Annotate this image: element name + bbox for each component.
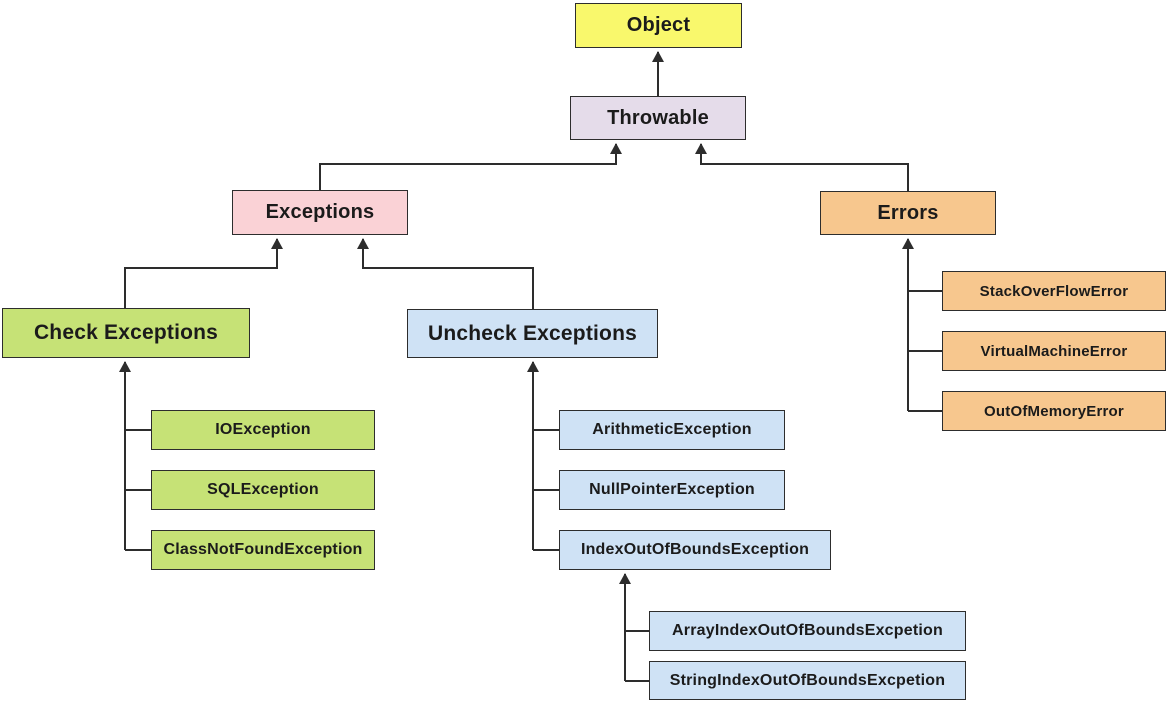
edge-check-exceptions: [124, 238, 283, 308]
node-exceptions: Exceptions: [232, 190, 408, 235]
node-errors: Errors: [820, 191, 996, 235]
node-null-pointer-exception: NullPointerException: [559, 470, 785, 510]
edge-uncheck-exceptions: [357, 238, 534, 309]
edge-exceptions-throwable: [319, 143, 622, 190]
edge-errors-throwable: [695, 143, 909, 191]
node-index-out-of-bounds-exception: IndexOutOfBoundsException: [559, 530, 831, 570]
node-stack-overflow-error: StackOverFlowError: [942, 271, 1166, 311]
node-class-not-found-exception: ClassNotFoundException: [151, 530, 375, 570]
node-virtual-machine-error: VirtualMachineError: [942, 331, 1166, 371]
node-io-exception: IOException: [151, 410, 375, 450]
node-uncheck-exceptions: Uncheck Exceptions: [407, 309, 658, 358]
node-object: Object: [575, 3, 742, 48]
node-string-index-out-of-bounds-excpetion: StringIndexOutOfBoundsExcpetion: [649, 661, 966, 700]
node-sql-exception: SQLException: [151, 470, 375, 510]
node-check-exceptions: Check Exceptions: [2, 308, 250, 358]
node-arithmetic-exception: ArithmeticException: [559, 410, 785, 450]
node-out-of-memory-error: OutOfMemoryError: [942, 391, 1166, 431]
node-throwable: Throwable: [570, 96, 746, 140]
node-array-index-out-of-bounds-excpetion: ArrayIndexOutOfBoundsExcpetion: [649, 611, 966, 651]
